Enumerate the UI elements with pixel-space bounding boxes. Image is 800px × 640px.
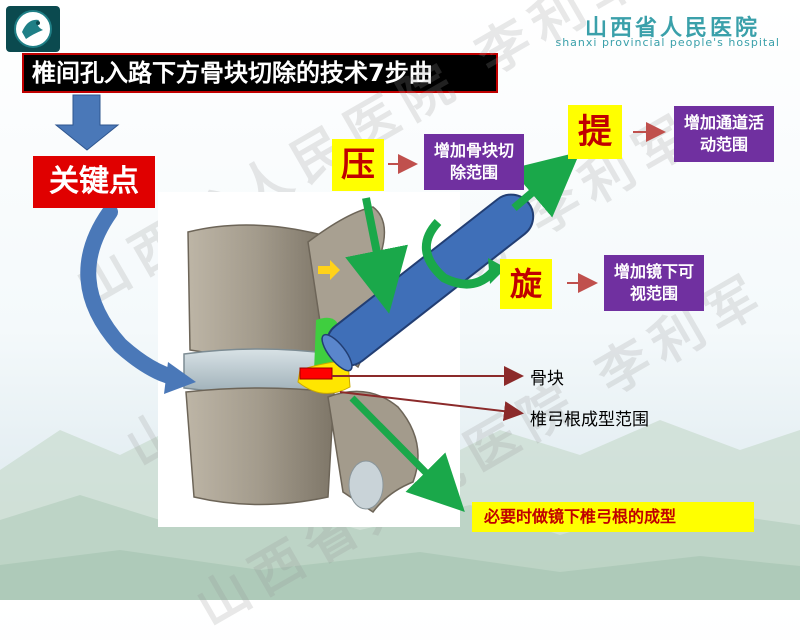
endoscope-tube (321, 193, 535, 372)
rotate-desc-box: 增加镜下可视范围 (604, 255, 704, 311)
spine-illustration (158, 192, 460, 527)
hospital-name-cn: 山西省人民医院 (584, 16, 760, 41)
lift-desc-text: 增加通道活动范围 (684, 113, 765, 154)
press-desc-text: 增加骨块切除范围 (434, 141, 515, 182)
rotate-desc-text: 增加镜下可视范围 (614, 262, 695, 303)
hospital-logo (6, 6, 60, 52)
down-arrow-icon (54, 94, 120, 151)
rotate-arrow (421, 218, 500, 289)
lift-desc-box: 增加通道活动范围 (674, 106, 774, 162)
arrows-layer (54, 94, 666, 512)
pedicle-shaping-label: 椎弓根成型范围 (530, 410, 649, 430)
small-yellow-arrow-icon (318, 260, 340, 280)
key-point-box: 关键点 (33, 156, 155, 208)
lift-char-box: 提 (568, 105, 622, 159)
hospital-name-en: shanxi provincial people's hospital (555, 36, 780, 49)
bottom-note: 必要时做镜下椎弓根的成型 (472, 502, 754, 532)
press-char-box: 压 (332, 139, 384, 191)
shape-arrow (349, 395, 465, 512)
press-desc-box: 增加骨块切除范围 (424, 134, 524, 190)
bone-block-label: 骨块 (530, 369, 564, 389)
lift-arrow (510, 151, 581, 218)
rotate-char-box: 旋 (500, 259, 552, 309)
press-arrow (345, 197, 408, 314)
slide-title: 椎间孔入路下方骨块切除的技术7步曲 (22, 53, 498, 93)
logo-emblem-icon (14, 10, 52, 48)
curved-arrow-icon (80, 204, 184, 386)
